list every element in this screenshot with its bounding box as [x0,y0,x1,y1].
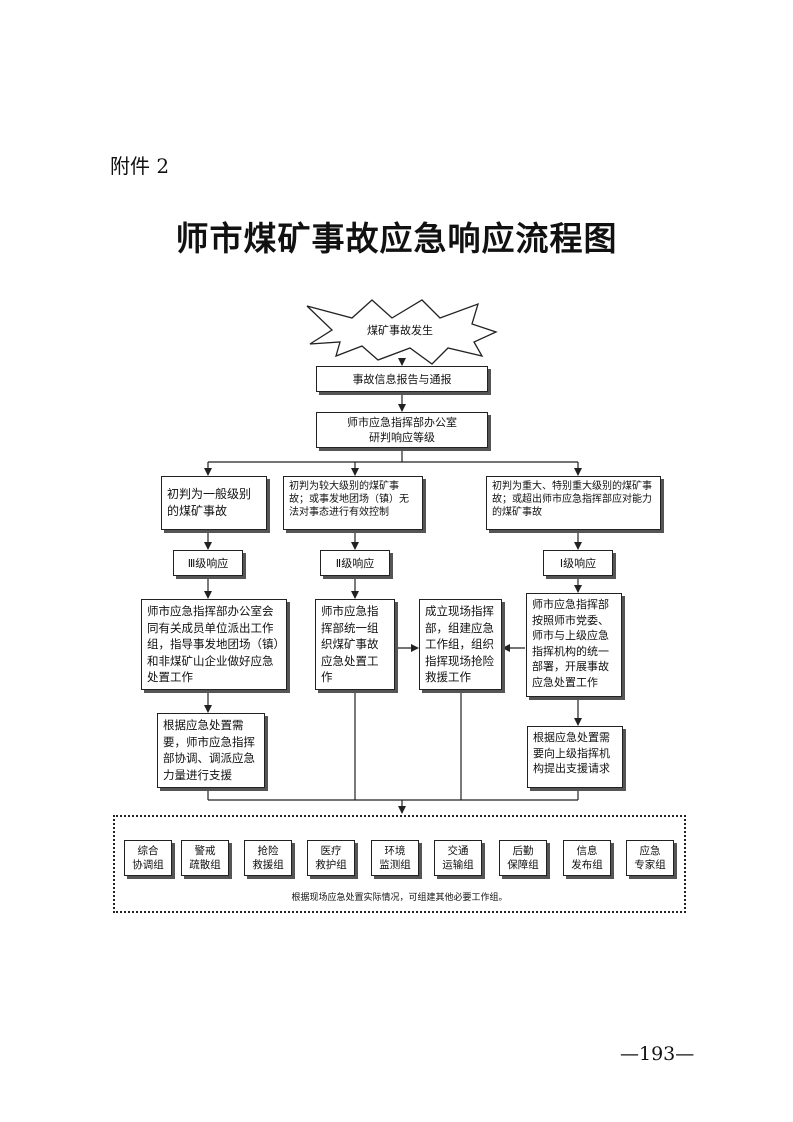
office-label-line2: 研判响应等级 [369,431,435,444]
support-level3-box: 根据应急处置需要，师市应急指挥部协调、调派应急力量进行支援 [157,713,265,788]
team-name-line2: 运输组 [442,859,474,871]
working-groups-note: 根据现场应急处置实际情况，可组建其他必要工作组。 [291,893,508,903]
team-name-line2: 疏散组 [189,859,221,871]
team-evacuation: 警戒疏散组 [181,840,229,876]
level3-box: Ⅲ级响应 [173,550,243,576]
working-groups-container [113,815,686,913]
team-name-line2: 监测组 [379,859,411,871]
support-level1-label: 根据应急处置需要向上级指挥机构提出支援请求 [533,731,610,775]
team-name-line2: 专家组 [634,859,666,871]
team-name-line1: 环境 [384,845,406,857]
team-rescue: 抢险救援组 [244,840,292,876]
team-transport: 交通运输组 [434,840,482,876]
team-name-line2: 发布组 [571,859,603,871]
report-label: 事故信息报告与通报 [352,372,452,386]
action-level1-label: 师市应急指挥部按照师市党委、师市与上级应急指挥机构的统一部署，开展事故应急处置工… [532,598,609,689]
event-starburst [306,299,498,365]
judge-general-box: 初判为一般级别的煤矿事故 [161,476,267,530]
judge-general-label: 初判为一般级别的煤矿事故 [167,487,252,518]
event-start-label: 煤矿事故发生 [367,324,433,337]
level3-label: Ⅲ级响应 [187,556,229,570]
team-information: 信息发布组 [563,840,611,876]
team-name-line2: 保障组 [507,859,539,871]
team-medical: 医疗救护组 [307,840,355,876]
judge-major-box: 初判为较大级别的煤矿事故；或事发地团场（镇）无法对事态进行有效控制 [283,476,423,530]
attachment-label: 附件 2 [110,154,170,178]
support-level3-label: 根据应急处置需要，师市应急指挥部协调、调派应急力量进行支援 [163,718,255,782]
team-name-line1: 抢险 [257,845,279,857]
office-label-line1: 师市应急指挥部办公室 [347,416,457,429]
page-title: 师市煤矿事故应急响应流程图 [175,219,618,258]
team-name-line2: 救援组 [252,859,284,871]
team-name-line1: 后勤 [512,845,534,857]
judge-severe-label: 初判为重大、特别重大级别的煤矿事故；或超出师市应急指挥部应对能力的煤矿事故 [492,481,652,518]
level1-label: Ⅰ级响应 [559,556,597,570]
team-name-line1: 信息 [576,845,598,857]
team-logistics: 后勤保障组 [499,840,547,876]
page-number: —193— [620,1043,695,1065]
level1-box: Ⅰ级响应 [543,550,613,576]
team-name-line1: 医疗 [320,845,342,857]
action-level1-box: 师市应急指挥部按照师市党委、师市与上级应急指挥机构的统一部署，开展事故应急处置工… [526,593,622,697]
team-name-line1: 应急 [639,845,661,857]
team-name-line1: 交通 [447,845,469,857]
team-name-line1: 综合 [137,845,159,857]
team-name-line2: 救护组 [315,859,347,871]
level2-box: Ⅱ级响应 [320,550,390,576]
team-name-line2: 协调组 [132,859,164,871]
onsite-command-box: 成立现场指挥部，组建应急工作组，组织指挥现场抢险救援工作 [419,599,502,690]
judge-major-label: 初判为较大级别的煤矿事故；或事发地团场（镇）无法对事态进行有效控制 [289,481,409,518]
level2-label: Ⅱ级响应 [335,556,375,570]
onsite-command-label: 成立现场指挥部，组建应急工作组，组织指挥现场抢险救援工作 [425,604,494,684]
support-level1-box: 根据应急处置需要向上级指挥机构提出支援请求 [527,726,623,788]
judge-severe-box: 初判为重大、特别重大级别的煤矿事故；或超出师市应急指挥部应对能力的煤矿事故 [486,476,661,530]
action-level2-label: 师市应急指挥部统一组织煤矿事故应急处置工作 [321,604,379,684]
office-assessment-box: 师市应急指挥部办公室 研判响应等级 [316,412,488,448]
action-level2-box: 师市应急指挥部统一组织煤矿事故应急处置工作 [315,599,395,690]
team-environment: 环境监测组 [371,840,419,876]
action-level3-box: 师市应急指挥部办公室会同有关成员单位派出工作组，指导事发地团场（镇）和非煤矿山企… [141,599,287,690]
team-coordination: 综合协调组 [124,840,172,876]
action-level3-label: 师市应急指挥部办公室会同有关成员单位派出工作组，指导事发地团场（镇）和非煤矿山企… [147,604,280,684]
report-box: 事故信息报告与通报 [316,366,488,392]
team-experts: 应急专家组 [626,840,674,876]
team-name-line1: 警戒 [194,845,216,857]
